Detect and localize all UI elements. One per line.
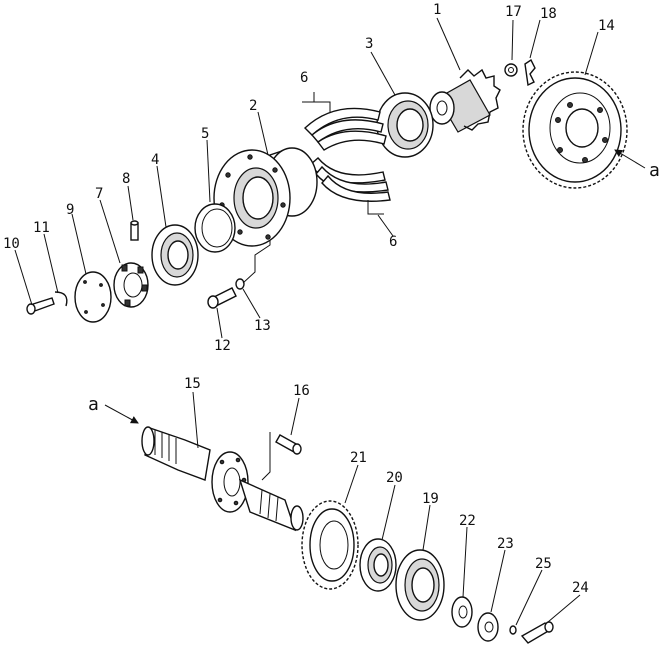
bearing-part-19 <box>395 549 445 621</box>
callout-24: 24 <box>572 580 589 596</box>
callout-15: 15 <box>184 376 201 392</box>
callout-21: 21 <box>350 450 367 466</box>
callout-13: 13 <box>254 318 271 334</box>
callout-8: 8 <box>122 171 130 187</box>
callout-20: 20 <box>386 470 403 486</box>
view-arrow-a-bottom <box>104 404 139 424</box>
callout-18: 18 <box>540 6 557 22</box>
bearing-part-20 <box>359 538 397 592</box>
lock-washer-part-11 <box>54 291 68 307</box>
nut-part-22 <box>451 596 473 628</box>
reference-a-top: a <box>649 160 660 181</box>
washer-part-13 <box>235 278 245 290</box>
cover-plate-part-9 <box>74 271 112 323</box>
callout-5: 5 <box>201 126 209 142</box>
view-arrow-a-top <box>614 149 646 169</box>
callout-3: 3 <box>365 36 373 52</box>
callout-12: 12 <box>214 338 231 354</box>
callout-14: 14 <box>598 18 615 34</box>
callout-11: 11 <box>33 220 50 236</box>
callout-25: 25 <box>535 556 552 572</box>
shim-lower-part-6 <box>309 157 391 202</box>
callout-19: 19 <box>422 491 439 507</box>
bearing-part-3 <box>376 92 434 158</box>
ring-gear-part-14 <box>522 71 628 189</box>
shim-upper-part-6 <box>303 107 387 151</box>
pin-part-8 <box>130 220 139 241</box>
bearing-part-4 <box>151 224 199 286</box>
gear-ring-part-21 <box>301 500 359 590</box>
callout-17: 17 <box>505 4 522 20</box>
pinion-part-1 <box>429 68 501 133</box>
callout-10: 10 <box>3 236 20 252</box>
callout-1: 1 <box>433 2 441 18</box>
callout-7: 7 <box>95 186 103 202</box>
reference-a-bottom: a <box>88 394 99 415</box>
callout-23: 23 <box>497 536 514 552</box>
shaft-part-15 <box>141 426 304 532</box>
callout-16: 16 <box>293 383 310 399</box>
callout-4: 4 <box>151 152 159 168</box>
lock-plate-part-23 <box>477 612 499 642</box>
nut-part-7 <box>113 262 149 308</box>
bolt-part-16 <box>261 432 302 481</box>
callout-2: 2 <box>249 98 257 114</box>
lock-plate-part-18 <box>524 58 536 87</box>
bolt-part-10 <box>26 297 55 315</box>
bolt-part-24 <box>520 621 554 644</box>
callout-9: 9 <box>66 202 74 218</box>
ring-part-5 <box>194 203 236 253</box>
callout-6-bottom: 6 <box>389 234 397 250</box>
callout-22: 22 <box>459 513 476 529</box>
leader-lines-top <box>14 17 599 339</box>
callout-6-top: 6 <box>300 70 308 86</box>
nut-part-17 <box>504 63 518 77</box>
leader-lines-bottom <box>192 391 581 626</box>
bolt-part-12 <box>207 287 237 309</box>
washer-part-25 <box>509 625 517 635</box>
